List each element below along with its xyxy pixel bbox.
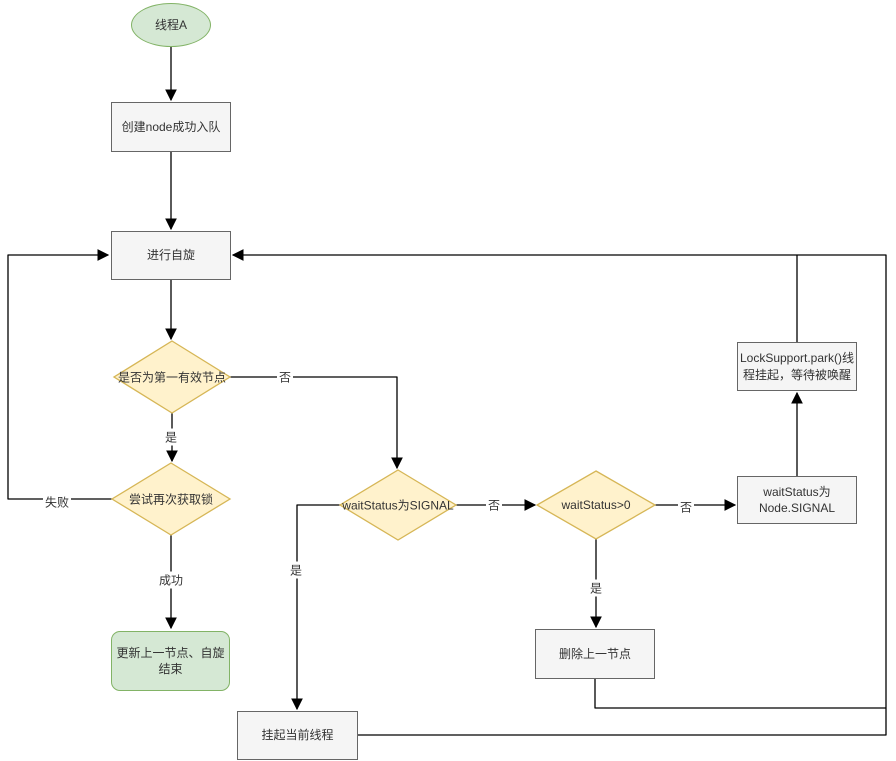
node-park-current: 挂起当前线程 [237, 711, 358, 760]
edge-firstvalid-no-to-wssignal [230, 376, 403, 470]
node-waitstatus-gt0-label: waitStatus>0 [561, 498, 631, 512]
node-update-prev-label: 更新上一节点、自旋 结束 [116, 645, 225, 676]
node-waitstatus-signal-label: waitStatus为SIGNAL [342, 498, 454, 513]
node-try-lock-label: 尝试再次获取锁 [128, 492, 214, 507]
node-spin: 进行自旋 [111, 231, 231, 280]
node-delete-prev-label: 删除上一节点 [558, 646, 631, 661]
edge-label-ws-gt0-yes: 是 [587, 579, 605, 597]
node-spin-label: 进行自旋 [146, 248, 195, 263]
node-waitstatus-gt0-shape [535, 470, 657, 540]
node-create-node-label: 创建node成功入队 [121, 119, 221, 134]
node-thread-a-label: 线程A [154, 17, 187, 32]
node-locksupport-label: LockSupport.park()线 程挂起，等待被唤醒 [739, 351, 855, 382]
node-update-prev: 更新上一节点、自旋 结束 [111, 631, 230, 691]
edge-label-first-valid-no: 否 [276, 368, 294, 386]
edge-label-try-lock-fail: 失败 [42, 493, 72, 511]
node-node-signal-label: waitStatus为 Node.SIGNAL [758, 484, 836, 515]
node-locksupport: LockSupport.park()线 程挂起，等待被唤醒 [737, 342, 857, 391]
edge-trylock-fail-to-spin [7, 249, 112, 500]
node-park-current-label: 挂起当前线程 [261, 728, 334, 743]
node-delete-prev: 删除上一节点 [535, 629, 655, 679]
edge-park-loop-to-spin [231, 249, 887, 736]
edge-wssignal-yes-to-park [291, 504, 340, 711]
edge-label-ws-signal-no: 否 [485, 496, 503, 514]
edge-label-first-valid-yes: 是 [162, 428, 180, 446]
node-thread-a: 线程A [131, 3, 211, 47]
node-first-valid-label: 是否为第一有效节点 [117, 370, 227, 385]
node-create-node: 创建node成功入队 [111, 102, 231, 152]
node-try-lock-shape [110, 462, 232, 536]
edge-label-ws-signal-yes: 是 [287, 561, 305, 579]
node-node-signal: waitStatus为 Node.SIGNAL [737, 476, 857, 524]
node-waitstatus-signal-shape [338, 469, 458, 541]
edge-delete-loop-join [594, 679, 886, 709]
edge-label-try-lock-success: 成功 [156, 571, 186, 589]
edge-label-ws-gt0-no: 否 [677, 498, 695, 516]
node-first-valid-shape [112, 340, 232, 414]
